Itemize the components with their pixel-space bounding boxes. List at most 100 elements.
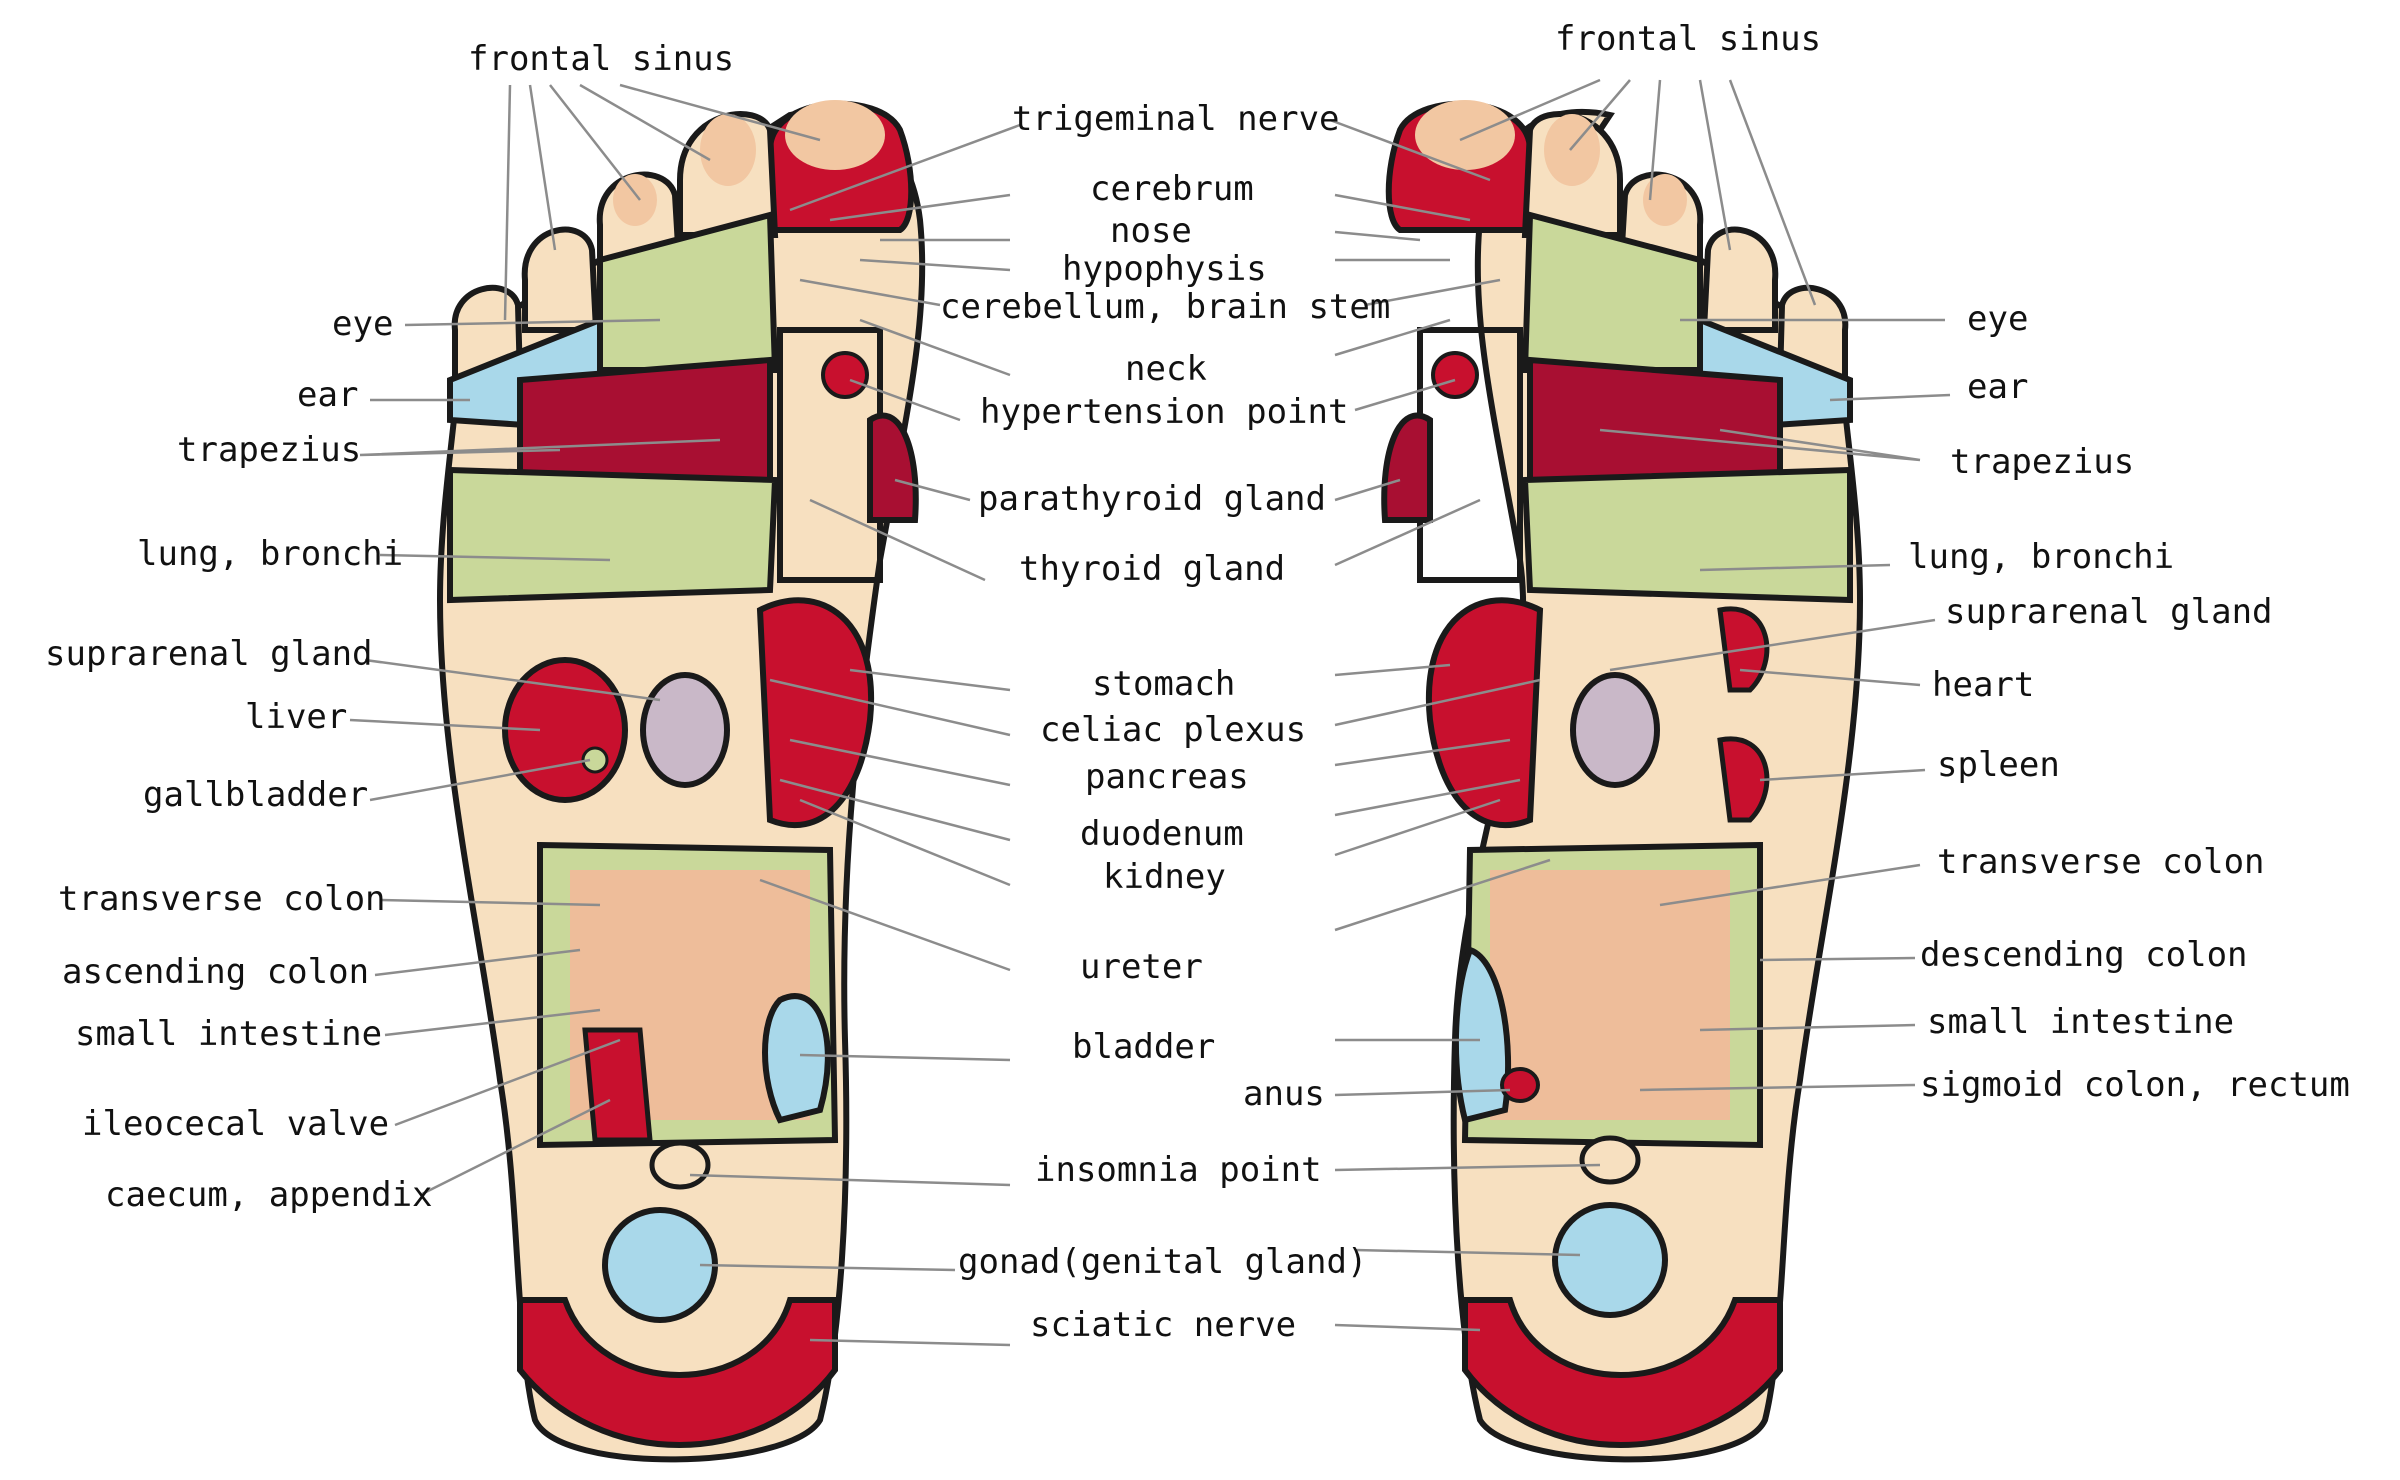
label-left-transverse-colon: transverse colon <box>58 879 386 919</box>
right-kidney <box>1570 672 1660 788</box>
leader-left-ascending <box>374 948 581 977</box>
leader-left-small <box>384 1008 601 1037</box>
label-left-caecum-appendix: caecum, appendix <box>105 1175 433 1215</box>
leader-ureter-right <box>1334 858 1551 932</box>
leader-cerebellum-left <box>799 278 941 307</box>
label-pancreas: pancreas <box>1085 757 1249 797</box>
leader-duodenum-right <box>1334 778 1521 817</box>
label-insomnia-point: insomnia point <box>1035 1150 1322 1190</box>
leader-celiac-left <box>769 678 1011 737</box>
label-left-trapezius: trapezius <box>177 430 362 470</box>
leader-cerebrum-right <box>1334 193 1471 222</box>
leader-parathyroid-left <box>894 478 971 502</box>
leader-trigeminal-left <box>789 123 1021 212</box>
leader-parathyroid-right <box>1334 478 1401 502</box>
label-right-spleen: spleen <box>1937 745 2060 785</box>
right-big-toe-tip <box>1415 100 1515 170</box>
label-cerebellum-brain-stem: cerebellum, brain stem <box>940 287 1391 327</box>
leader-sciatic-right <box>1334 1323 1481 1332</box>
leader-duodenum-left <box>779 778 1011 842</box>
label-right-small-intestine: small intestine <box>1927 1002 2235 1042</box>
right-sciatic-nerve <box>1462 1297 1783 1448</box>
left-gonad <box>602 1207 718 1323</box>
leader-left-transverse <box>379 898 601 907</box>
leader-cerebrum-left <box>829 193 1011 222</box>
left-caecum <box>582 1027 653 1143</box>
label-hypophysis: hypophysis <box>1062 249 1267 289</box>
left-toe-4 <box>521 226 600 333</box>
label-ureter: ureter <box>1080 947 1203 987</box>
left-stomach-zone <box>756 597 875 828</box>
label-gonad: gonad(genital gland) <box>958 1242 1368 1282</box>
leader-left-suprarenal <box>364 658 661 702</box>
label-celiac-plexus: celiac plexus <box>1040 710 1307 750</box>
leader-right-suprarenal <box>1609 618 1936 672</box>
right-stomach-zone <box>1425 597 1544 828</box>
leader-celiac-right <box>1334 678 1541 727</box>
label-right-sigmoid-colon-rectum: sigmoid colon, rectum <box>1920 1065 2350 1105</box>
leader-thyroid-left <box>809 498 986 582</box>
leader-sciatic-left <box>809 1338 1011 1347</box>
label-cerebrum: cerebrum <box>1090 169 1254 209</box>
leader-insomnia-left <box>689 1173 1011 1187</box>
leader-left-liver <box>349 718 541 732</box>
left-foot <box>436 100 926 1463</box>
label-left-ileocecal-valve: ileocecal valve <box>82 1104 390 1144</box>
right-toe-4 <box>1700 226 1779 333</box>
label-left-suprarenal-gland: suprarenal gland <box>45 634 373 674</box>
label-left-lung-bronchi: lung, bronchi <box>137 534 404 574</box>
label-hypertension-point: hypertension point <box>980 392 1349 432</box>
left-parathyroid-zone <box>867 412 919 523</box>
leader-right-spleen <box>1759 768 1926 782</box>
leader-ureter-left <box>759 878 1011 972</box>
leader-right-ear <box>1829 393 1951 402</box>
leader-left-ileocecal <box>394 1038 621 1127</box>
label-right-suprarenal-gland: suprarenal gland <box>1945 592 2273 632</box>
leader-left-caecum <box>419 1098 611 1197</box>
label-right-descending-colon: descending colon <box>1920 935 2248 975</box>
leader-bladder-left <box>799 1053 1011 1062</box>
leader-anus-right <box>1334 1088 1511 1097</box>
leader-left-eye <box>404 318 661 327</box>
label-bladder: bladder <box>1072 1027 1216 1067</box>
label-right-trapezius: trapezius <box>1950 442 2135 482</box>
left-kidney <box>640 672 730 788</box>
leader-hypertension-right <box>1354 378 1456 412</box>
right-anus <box>1500 1067 1540 1103</box>
leader-pancreas-left <box>789 738 1011 787</box>
leader-left-trapezius <box>359 438 721 457</box>
leader-pancreas-right <box>1334 738 1511 767</box>
left-gallbladder <box>581 746 609 774</box>
label-trigeminal-nerve: trigeminal nerve <box>1012 99 1340 139</box>
right-lung-zone <box>1521 466 1853 604</box>
leader-left-frontal-sinus <box>503 83 821 321</box>
leader-left-gallbladder <box>369 758 591 802</box>
left-sciatic-nerve <box>517 1297 838 1448</box>
leader-right-frontal-sinus <box>1459 78 1817 306</box>
label-thyroid-gland: thyroid gland <box>1019 549 1286 589</box>
label-right-eye: eye <box>1967 299 2029 339</box>
label-stomach: stomach <box>1092 664 1236 704</box>
label-neck: neck <box>1125 349 1207 389</box>
leader-nose-right <box>1334 230 1421 242</box>
left-big-toe-tip <box>785 100 885 170</box>
label-sciatic-nerve: sciatic nerve <box>1030 1305 1297 1345</box>
label-left-small-intestine: small intestine <box>75 1014 383 1054</box>
label-nose: nose <box>1110 211 1192 251</box>
label-right-transverse-colon: transverse colon <box>1937 842 2265 882</box>
right-small-intestine <box>1490 870 1730 1120</box>
leader-right-transverse <box>1659 863 1921 907</box>
left-bladder <box>762 993 831 1124</box>
left-hypertension-point <box>821 351 869 399</box>
leader-right-lung <box>1699 563 1891 572</box>
leader-gonad-right <box>1354 1248 1581 1257</box>
left-toe-3-tip <box>613 174 657 226</box>
label-anus: anus <box>1243 1074 1325 1114</box>
leader-kidney-right <box>1334 798 1501 857</box>
leader-insomnia-right <box>1334 1163 1601 1172</box>
label-right-frontal-sinus: frontal sinus <box>1555 19 1822 59</box>
leader-gonad-left <box>699 1263 956 1272</box>
leader-right-small <box>1699 1023 1916 1032</box>
label-duodenum: duodenum <box>1080 814 1244 854</box>
right-toe-3-tip <box>1643 174 1687 226</box>
